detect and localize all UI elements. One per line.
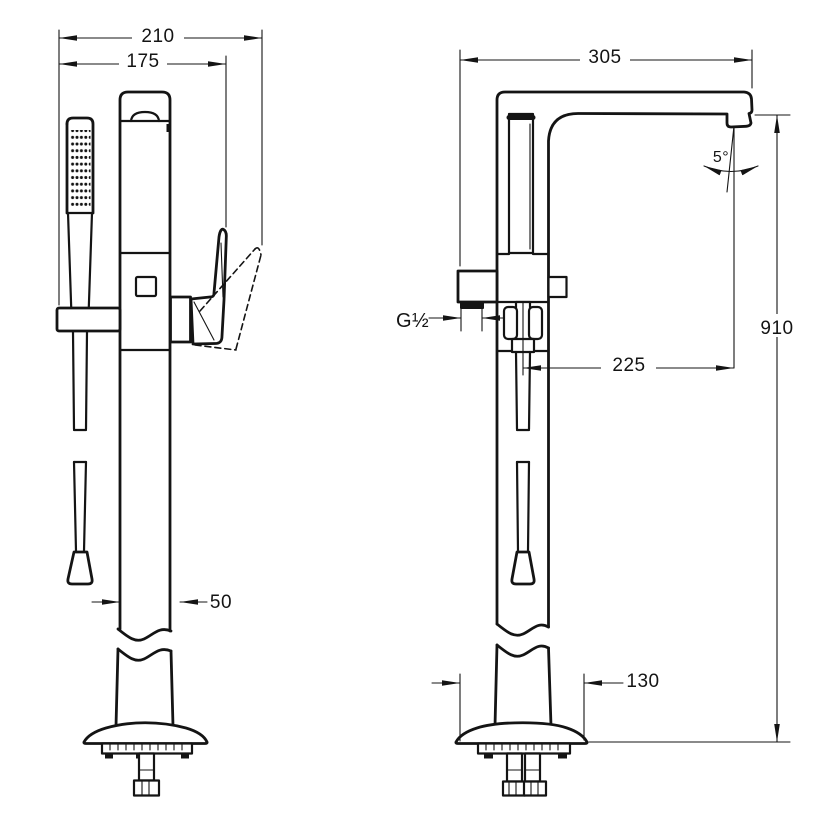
mixer-column-side (493, 90, 754, 728)
shower-hose (66, 330, 94, 586)
base-flange-side (454, 721, 589, 745)
front-view (55, 90, 262, 797)
handle-mount (169, 295, 192, 344)
lever-handle (169, 227, 228, 346)
dim-thread-size-label: G½ (396, 310, 429, 332)
diverter-button (134, 275, 158, 298)
dim-spout-to-hose-offset: 225 (522, 125, 735, 376)
cap-detail (129, 110, 161, 123)
dim-column-width-label: 50 (210, 592, 232, 613)
dim-overall-width-label: 210 (141, 26, 174, 47)
handle-side (547, 275, 568, 299)
dim-width-to-handle-label: 175 (126, 51, 159, 72)
mounting-hardware-side (476, 742, 572, 797)
pipe-nut-2 (522, 780, 548, 797)
dim-spout-reach-label: 305 (588, 47, 621, 68)
dim-overall-width: 210 (58, 25, 263, 47)
spout (495, 90, 754, 629)
inlet-pipe-1 (505, 752, 524, 783)
hose-end-fitting-side (510, 550, 536, 586)
shower-outlet-connector (456, 269, 499, 309)
hand-shower-side (506, 112, 536, 255)
dim-base-width: 130 (431, 671, 659, 742)
dim-base-width-label: 130 (626, 671, 659, 692)
dimension-annotations: 210 175 50 305 5° (58, 25, 803, 743)
hand-shower (65, 116, 95, 333)
dim-spout-angle: 5° (703, 125, 759, 193)
mounting-hardware-front (100, 742, 194, 797)
dim-spout-to-hose-offset-label: 225 (612, 355, 645, 376)
base-flange-front (82, 721, 209, 745)
pipe-nut-1 (501, 780, 527, 797)
dim-thread-size: G½ (396, 307, 504, 332)
pipe-nut (132, 779, 161, 797)
shower-holder (55, 306, 122, 333)
dim-overall-height: 910 (588, 114, 803, 743)
inlet-pipe-2 (523, 752, 542, 783)
dim-column-width: 50 (91, 592, 232, 613)
side-view (454, 90, 754, 797)
dim-spout-reach: 305 (459, 47, 753, 267)
inlet-pipe (137, 752, 156, 782)
hose-end-fitting (66, 550, 94, 586)
shower-spray-face (70, 130, 91, 206)
dim-overall-height-label: 910 (760, 318, 793, 339)
shower-hose-side (510, 350, 536, 586)
mixer-column-front (114, 90, 175, 728)
side-pin (166, 124, 171, 132)
dim-spout-angle-label: 5° (713, 149, 729, 166)
lever-handle-alt-position (194, 247, 262, 351)
dim-width-to-handle: 175 (58, 51, 227, 72)
